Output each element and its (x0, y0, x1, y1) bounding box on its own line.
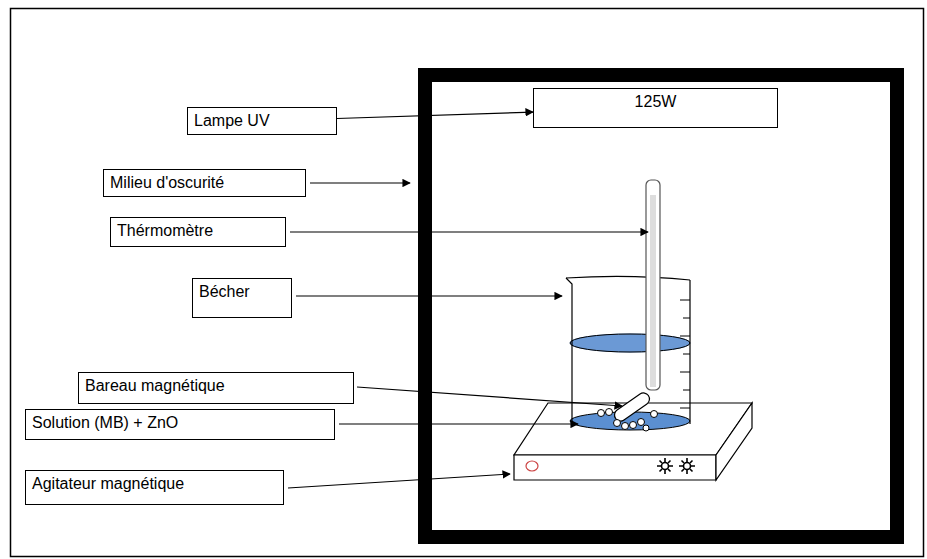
label-text: Bareau magnétique (85, 376, 347, 396)
lamp-box: 125W (533, 88, 778, 128)
label-box: Agitateur magnétique (25, 470, 284, 505)
label-text: 125W (540, 92, 771, 112)
beaker (566, 276, 690, 430)
label-box: Thérmomètre (110, 217, 286, 247)
label-text: Solution (MB) + ZnO (32, 413, 328, 433)
label-text: Bécher (199, 282, 285, 302)
label-box: Milieu d'oscurité (103, 169, 306, 197)
label-box: Solution (MB) + ZnO (25, 409, 335, 440)
label-text: Lampe UV (194, 111, 330, 131)
magnetic-stirrer (514, 403, 752, 480)
thermometer (646, 180, 660, 390)
label-text: Milieu d'oscurité (110, 173, 299, 193)
leader-lines (288, 183, 648, 488)
connector-arrow (337, 112, 533, 118)
dark-chamber (425, 75, 897, 537)
label-box: Bareau magnétique (78, 372, 354, 404)
magnetic-bar (612, 391, 652, 424)
label-text: Thérmomètre (117, 221, 279, 241)
zno-particles (598, 409, 658, 432)
label-box: Bécher (192, 278, 292, 318)
label-box: Lampe UV (187, 107, 337, 135)
outer-frame (11, 9, 924, 557)
label-text: Agitateur magnétique (32, 474, 277, 494)
